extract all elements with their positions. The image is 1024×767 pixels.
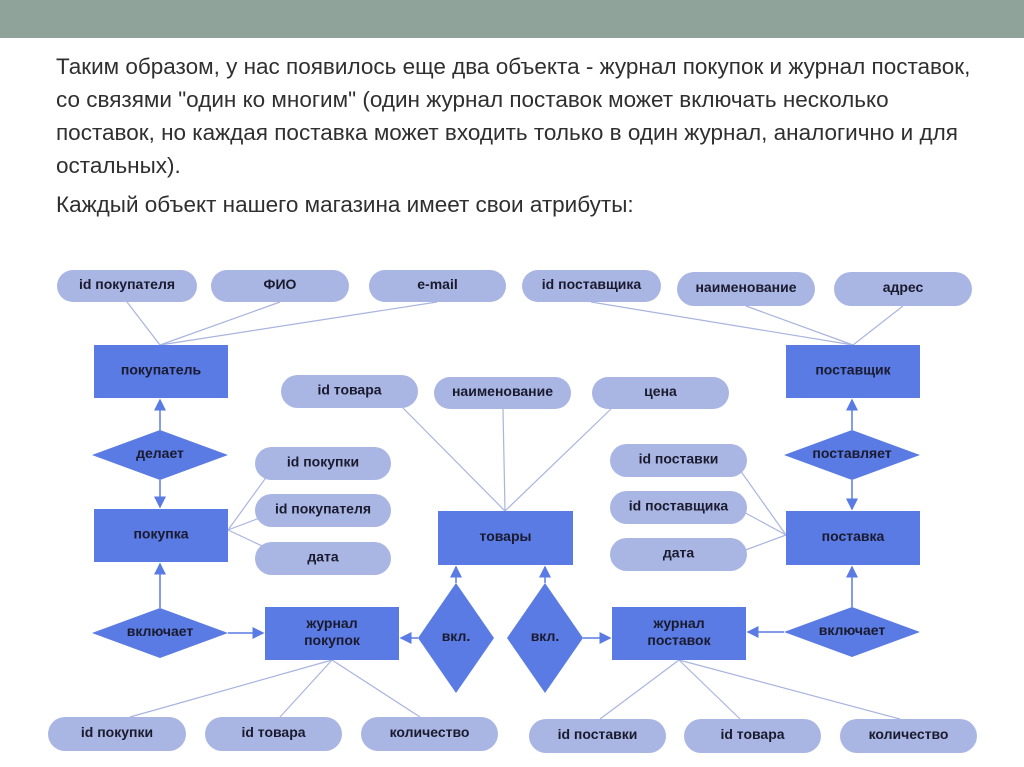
attribute-link — [852, 305, 904, 346]
entity-label: покупатель — [121, 362, 202, 378]
attribute-label: количество — [390, 724, 470, 740]
relationship-includes_left: включает — [92, 608, 228, 658]
attribute-attributes-delivery-0: id поставки — [610, 444, 747, 477]
attribute-label: id товара — [720, 726, 784, 742]
entity-buyer: покупатель — [94, 345, 228, 398]
attribute-attributes-delivery_log-2: количество — [840, 719, 977, 753]
attribute-attributes-delivery_log-0: id поставки — [529, 719, 666, 753]
entity-label: товары — [480, 528, 532, 544]
attribute-link — [678, 659, 741, 720]
attribute-attributes-goods-2: цена — [592, 377, 729, 409]
slide-header-bar — [0, 0, 1024, 38]
attribute-link — [678, 659, 901, 720]
attribute-attributes-purchase-0: id покупки — [255, 447, 391, 480]
entity-purchase: покупка — [94, 509, 228, 562]
relationship-supplies: поставляет — [784, 430, 920, 480]
attribute-attributes-purchase-2: дата — [255, 542, 391, 575]
attribute-label: id товара — [317, 382, 381, 398]
attribute-link — [159, 301, 281, 346]
attribute-label: e-mail — [417, 276, 457, 292]
attribute-link — [126, 301, 161, 346]
attribute-attributes-supplier-1: наименование — [677, 272, 815, 306]
attribute-attributes-goods-1: наименование — [434, 377, 571, 409]
attribute-link — [504, 407, 613, 512]
attribute-label: наименование — [695, 279, 796, 295]
attribute-label: наименование — [452, 383, 553, 399]
entity-label: поставка — [822, 528, 885, 544]
attribute-link — [279, 659, 333, 718]
entity-supplier: поставщик — [786, 345, 920, 398]
attribute-label: id поставщика — [629, 498, 729, 514]
attribute-attributes-delivery-2: дата — [610, 538, 747, 571]
attribute-attributes-supplier-2: адрес — [834, 272, 972, 306]
attribute-label: id товара — [241, 724, 305, 740]
relationship-label: делает — [136, 445, 184, 461]
relationship-makes: делает — [92, 430, 228, 480]
attribute-label: id поставки — [639, 451, 719, 467]
attribute-label: id поставщика — [542, 276, 642, 292]
entity-label: покупка — [133, 526, 188, 542]
entity-label: поставок — [647, 632, 711, 648]
attribute-attributes-delivery-1: id поставщика — [610, 491, 747, 524]
attribute-attributes-purchase_log-0: id покупки — [48, 717, 186, 751]
attribute-label: id покупки — [81, 724, 153, 740]
attribute-label: id покупателя — [275, 501, 371, 517]
relationship-includes_right: включает — [784, 607, 920, 657]
attribute-attributes-delivery_log-1: id товара — [684, 719, 821, 753]
attribute-link — [129, 659, 333, 718]
attribute-attributes-supplier-0: id поставщика — [522, 270, 661, 302]
attribute-attributes-purchase_log-2: количество — [361, 717, 498, 751]
attribute-label: ФИО — [264, 276, 297, 292]
paragraph-intro: Таким образом, у нас появилось еще два о… — [56, 54, 971, 178]
relationship-label: вкл. — [531, 628, 560, 644]
attribute-attributes-buyer-0: id покупателя — [57, 270, 197, 302]
attribute-link — [331, 659, 421, 718]
attribute-link — [739, 534, 787, 553]
attribute-label: количество — [869, 726, 949, 742]
attribute-label: цена — [644, 383, 677, 399]
attribute-link — [599, 659, 680, 720]
attribute-label: id покупателя — [79, 276, 175, 292]
relationship-incl_left: вкл. — [418, 583, 494, 693]
entity-delivery: поставка — [786, 511, 920, 565]
attribute-label: адрес — [883, 279, 924, 295]
attribute-attributes-purchase_log-1: id товара — [205, 717, 342, 751]
relationship-label: включает — [127, 623, 194, 639]
attribute-link — [739, 469, 787, 536]
attribute-label: id покупки — [287, 454, 359, 470]
attribute-link — [227, 471, 271, 531]
relationship-incl_right: вкл. — [507, 583, 583, 693]
attribute-link — [159, 301, 438, 346]
entity-label: покупок — [304, 632, 361, 648]
shapes: id покупателя ФИО e-mail id поставщика наиме… — [48, 270, 977, 753]
relationship-label: поставляет — [812, 445, 891, 461]
attribute-attributes-goods-0: id товара — [281, 375, 418, 408]
attribute-attributes-buyer-2: e-mail — [369, 270, 506, 302]
entity-label: поставщик — [815, 362, 891, 378]
slide-text: Таким образом, у нас появилось еще два о… — [56, 50, 986, 227]
attribute-link — [502, 408, 506, 512]
attribute-link — [739, 509, 787, 536]
attribute-label: дата — [307, 549, 339, 565]
entity-label: журнал — [305, 615, 357, 631]
entity-goods: товары — [438, 511, 573, 565]
entity-label: журнал — [652, 615, 704, 631]
relationship-label: вкл. — [442, 628, 471, 644]
connector-lines — [126, 301, 904, 720]
attribute-attributes-purchase-1: id покупателя — [255, 494, 391, 527]
paragraph-attributes: Каждый объект нашего магазина имеет свои… — [56, 192, 634, 217]
attribute-label: id поставки — [558, 726, 638, 742]
attribute-link — [590, 301, 854, 346]
attribute-link — [745, 305, 854, 346]
attribute-attributes-buyer-1: ФИО — [211, 270, 349, 302]
attribute-link — [402, 407, 506, 512]
attribute-label: дата — [663, 545, 695, 561]
relationship-label: включает — [819, 622, 886, 638]
